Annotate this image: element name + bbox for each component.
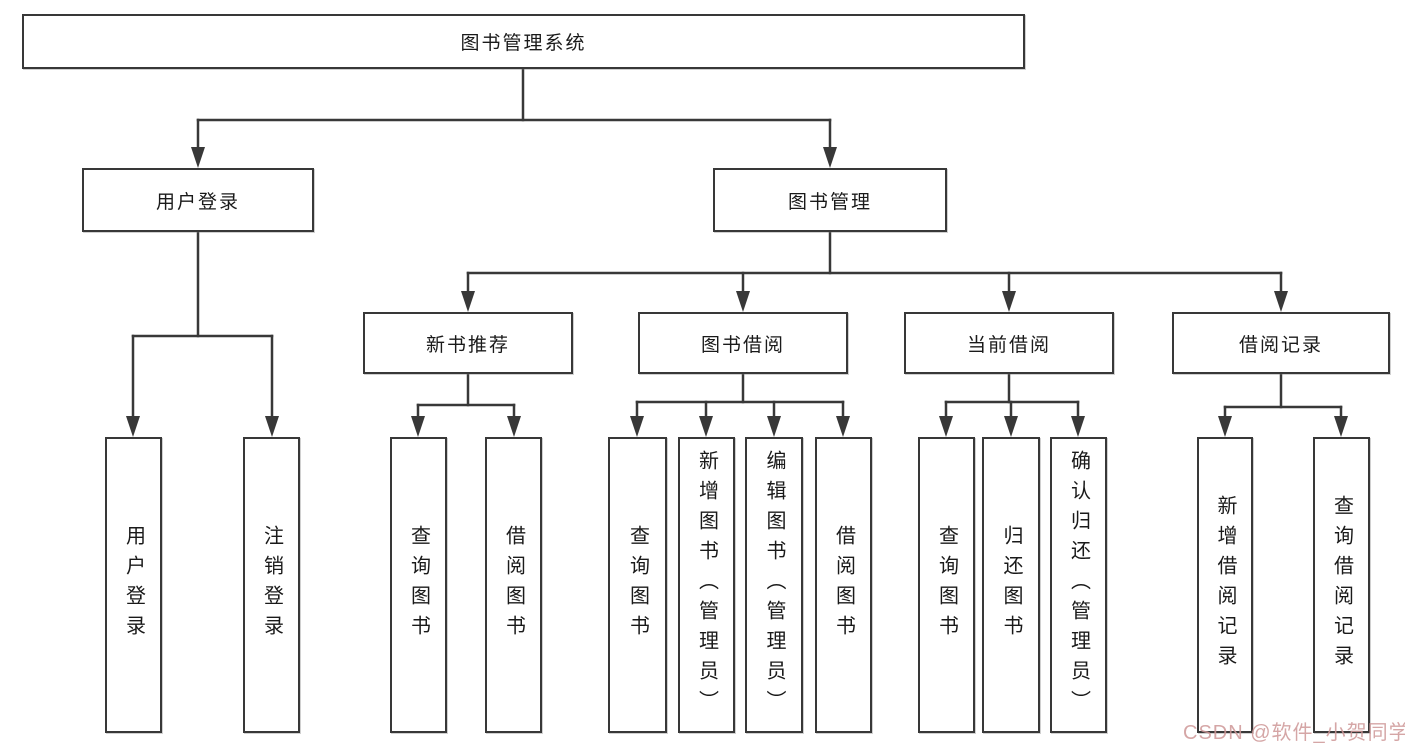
leaf-br-add-record: 新增借阅记录	[1197, 437, 1253, 733]
node-user-login: 用户登录	[82, 168, 314, 232]
node-book-borrowing: 图书借阅	[638, 312, 848, 374]
leaf-cb-confirm-return-admin: 确认归还（管理员）	[1050, 437, 1107, 733]
leaf-rec-query-books: 查询图书	[390, 437, 447, 733]
leaf-bb-borrow-books-label: 借阅图书	[832, 525, 855, 645]
leaf-cb-return-books-label: 归还图书	[1000, 525, 1022, 645]
node-current-borrowing: 当前借阅	[904, 312, 1114, 374]
csdn-watermark: CSDN @软件_小贺同学	[1183, 722, 1405, 744]
leaf-bb-edit-books-admin: 编辑图书（管理员）	[745, 437, 803, 733]
node-new-book-recommendation: 新书推荐	[363, 312, 573, 374]
arrowheads	[126, 147, 1348, 437]
node-user-login-label: 用户登录	[155, 191, 240, 213]
node-root-label: 图书管理系统	[460, 33, 587, 54]
leaf-bb-query-books: 查询图书	[608, 437, 667, 733]
leaf-logout-label: 注销登录	[260, 525, 283, 645]
node-current-borrowing-label: 当前借阅	[966, 334, 1051, 356]
leaf-bb-add-books-admin: 新增图书（管理员）	[678, 437, 735, 733]
leaf-br-query-record: 查询借阅记录	[1313, 437, 1370, 733]
leaf-rec-borrow-books-label: 借阅图书	[502, 525, 525, 645]
leaf-rec-borrow-books: 借阅图书	[485, 437, 542, 733]
leaf-rec-query-books-label: 查询图书	[407, 525, 430, 645]
leaf-bb-borrow-books: 借阅图书	[815, 437, 872, 733]
leaf-cb-return-books: 归还图书	[982, 437, 1040, 733]
leaf-bb-add-books-admin-label: 新增图书（管理员）	[695, 450, 718, 720]
leaf-br-add-record-label: 新增借阅记录	[1214, 495, 1236, 675]
node-root-system: 图书管理系统	[22, 14, 1025, 69]
leaf-cb-confirm-return-admin-label: 确认归还（管理员）	[1067, 450, 1090, 720]
node-new-book-recommendation-label: 新书推荐	[425, 334, 510, 356]
leaf-cb-query-books-label: 查询图书	[935, 525, 958, 645]
leaf-user-login-label: 用户登录	[122, 525, 145, 645]
leaf-cb-query-books: 查询图书	[918, 437, 975, 733]
leaf-bb-query-books-label: 查询图书	[626, 525, 649, 645]
leaf-bb-edit-books-admin-label: 编辑图书（管理员）	[763, 450, 785, 720]
leaf-user-login: 用户登录	[105, 437, 162, 733]
node-book-borrowing-label: 图书借阅	[700, 334, 785, 356]
node-book-management: 图书管理	[713, 168, 947, 232]
leaf-br-query-record-label: 查询借阅记录	[1330, 495, 1353, 675]
node-borrowing-records-label: 借阅记录	[1238, 334, 1323, 356]
node-borrowing-records: 借阅记录	[1172, 312, 1390, 374]
leaf-logout: 注销登录	[243, 437, 300, 733]
node-book-management-label: 图书管理	[787, 191, 872, 213]
